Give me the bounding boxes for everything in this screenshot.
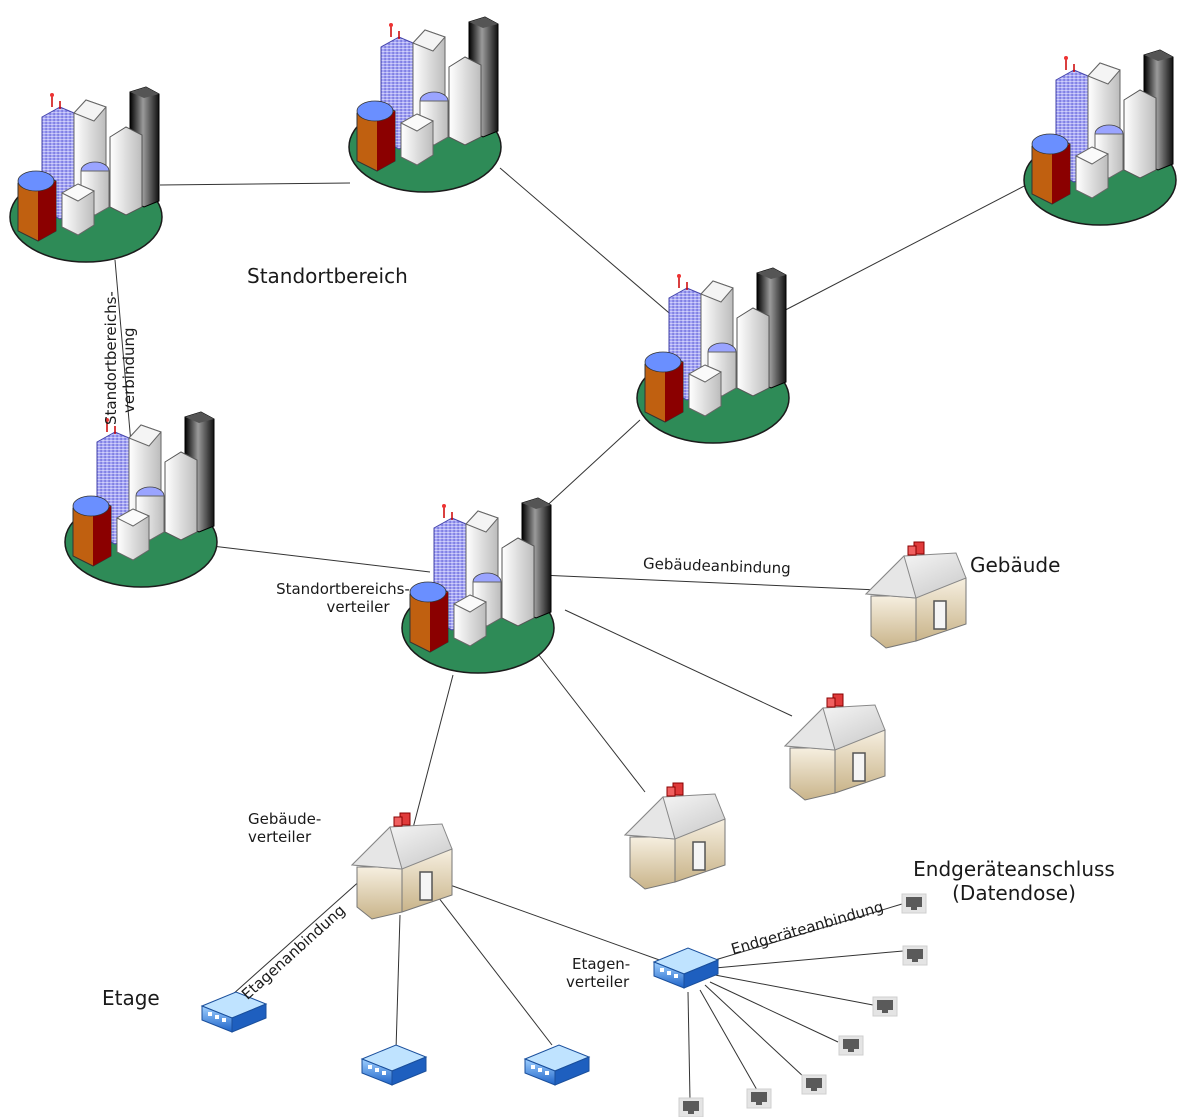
label-standortbereichsverbindung: Standortbereichs- verbindung xyxy=(102,291,138,425)
data-socket-icon xyxy=(872,996,898,1017)
label-gebaeudeverteiler-line2: verteiler xyxy=(248,828,312,846)
house-icon xyxy=(624,782,726,890)
label-standortbereichsverteiler: Standortbereichs- verteiler xyxy=(268,580,418,616)
label-gebaeude: Gebäude xyxy=(970,553,1061,577)
network-switch-icon xyxy=(361,1044,427,1086)
campus-buildings-icon xyxy=(636,267,790,444)
connection-lines xyxy=(114,167,1033,1101)
house-icon xyxy=(351,812,453,920)
link-switch4-socket2 xyxy=(714,950,904,969)
label-etagenverteiler: Etagen- verteiler xyxy=(566,955,630,991)
link-campus2-campus4 xyxy=(499,167,683,325)
house-icon xyxy=(784,693,886,801)
link-campus6-house3 xyxy=(564,609,793,717)
link-campus4-campus6 xyxy=(539,419,641,513)
network-switch-icon xyxy=(524,1044,590,1086)
link-campus3-campus4 xyxy=(769,181,1033,319)
link-switch4-socket7 xyxy=(687,991,691,1101)
campus-buildings-icon xyxy=(401,497,555,674)
link-campus1-campus5 xyxy=(114,259,133,456)
link-house5-switch4 xyxy=(449,884,666,963)
label-gebaeudeverteiler: Gebäude- verteiler xyxy=(248,810,321,846)
link-house5-switch3 xyxy=(424,879,553,1046)
campus-buildings-icon xyxy=(1023,49,1177,226)
label-etagenverteiler-line1: Etagen- xyxy=(572,955,631,973)
data-socket-icon xyxy=(838,1035,864,1056)
label-standortbereichsverbindung-line2: verbindung xyxy=(120,327,138,413)
label-standortbereichsverbindung-line1: Standortbereichs- xyxy=(102,291,120,425)
network-switch-icon xyxy=(201,991,267,1033)
label-endgeraeteanschluss-line2: (Datendose) xyxy=(952,881,1076,905)
house-icon xyxy=(865,541,967,649)
network-switch-icon xyxy=(653,947,719,989)
link-campus6-house4 xyxy=(534,649,646,793)
label-standortbereich: Standortbereich xyxy=(247,264,408,288)
campus-buildings-icon xyxy=(348,16,502,193)
link-switch4-socket6 xyxy=(699,989,758,1091)
link-etagenanbindung xyxy=(231,869,373,996)
link-campus1-campus2 xyxy=(159,182,351,186)
label-endgeraeteanschluss: Endgeräteanschluss (Datendose) xyxy=(905,857,1123,905)
label-standortbereichsverteiler-line1: Standortbereichs- xyxy=(276,580,410,598)
link-switch4-socket5 xyxy=(704,984,806,1079)
data-socket-icon xyxy=(902,945,928,966)
link-endgeraeteanbindung xyxy=(714,903,903,961)
link-campus6-house5 xyxy=(412,674,454,829)
link-house5-switch2 xyxy=(395,914,401,1051)
label-gebaeudeverteiler-line1: Gebäude- xyxy=(248,810,322,828)
label-standortbereichsverteiler-line2: verteiler xyxy=(326,598,390,616)
label-etage: Etage xyxy=(102,986,160,1010)
campus-buildings-icon xyxy=(9,86,163,263)
link-switch4-socket3 xyxy=(714,974,874,1006)
link-gebaeudeanbindung xyxy=(539,574,879,591)
label-endgeraeteanschluss-line1: Endgeräteanschluss xyxy=(913,857,1115,881)
label-etagenverteiler-line2: verteiler xyxy=(566,973,630,991)
data-socket-icon xyxy=(801,1074,827,1095)
data-socket-icon xyxy=(678,1097,704,1117)
data-socket-icon xyxy=(746,1088,772,1109)
campus-buildings-icon xyxy=(64,411,218,588)
link-switch4-socket4 xyxy=(709,981,839,1043)
link-campus5-campus6 xyxy=(211,545,431,573)
